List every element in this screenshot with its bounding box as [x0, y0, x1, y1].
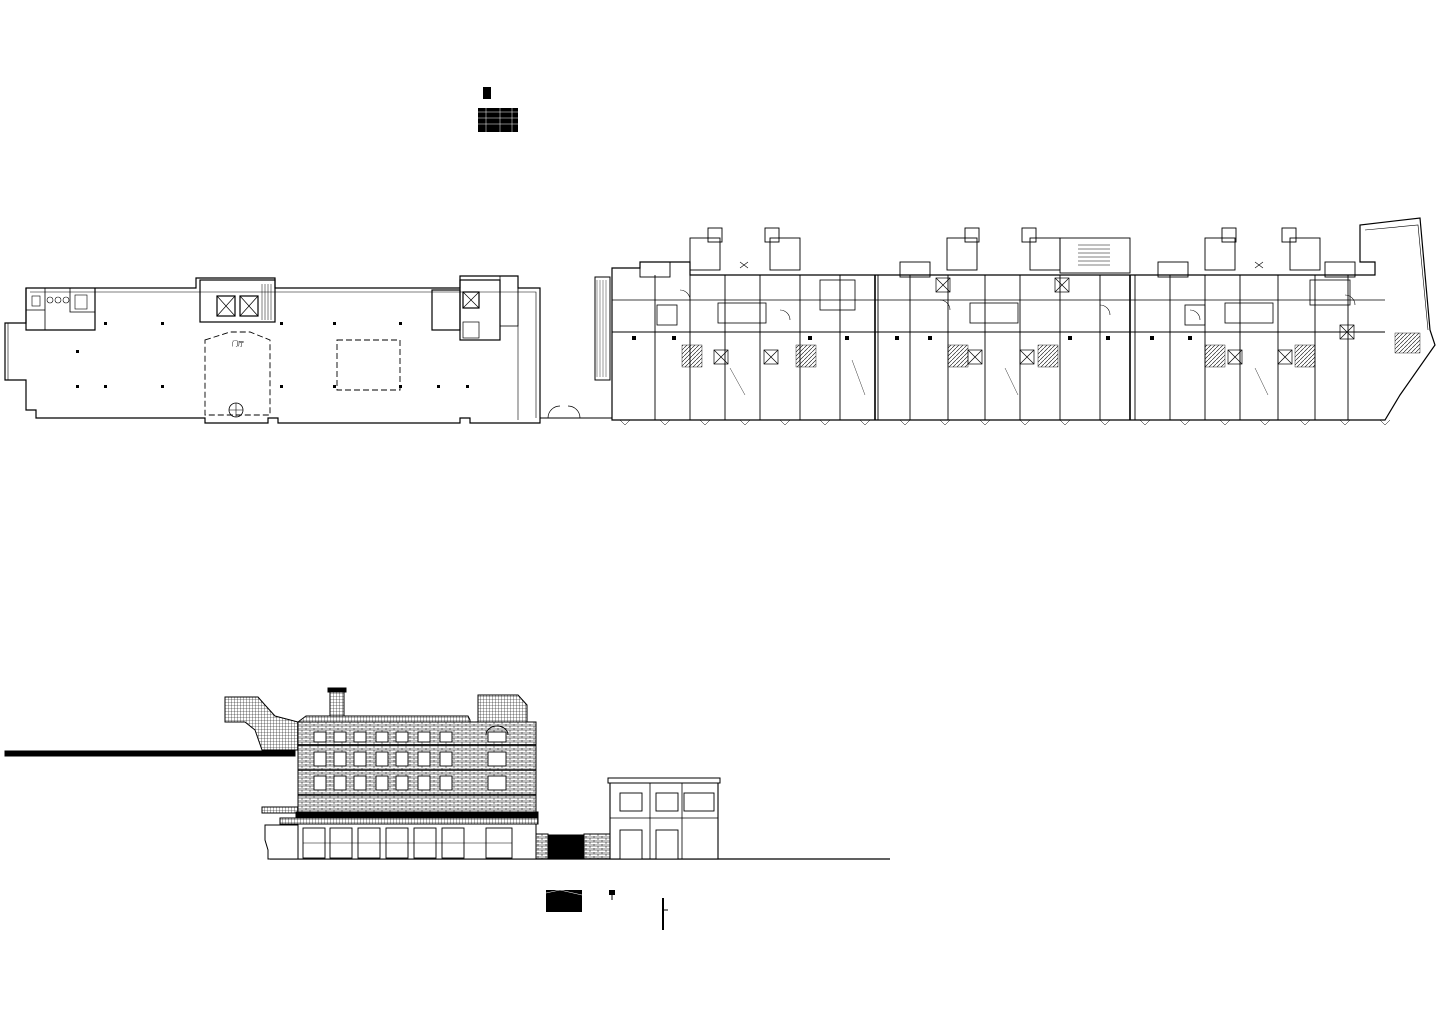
- legend-symbols: [545, 889, 668, 930]
- floor-plan-west: 门厅: [4, 275, 612, 424]
- title-block: [478, 87, 518, 132]
- svg-text:门厅: 门厅: [232, 340, 244, 348]
- elevation-drawing: [4, 687, 890, 860]
- floor-plan-east: [594, 217, 1436, 426]
